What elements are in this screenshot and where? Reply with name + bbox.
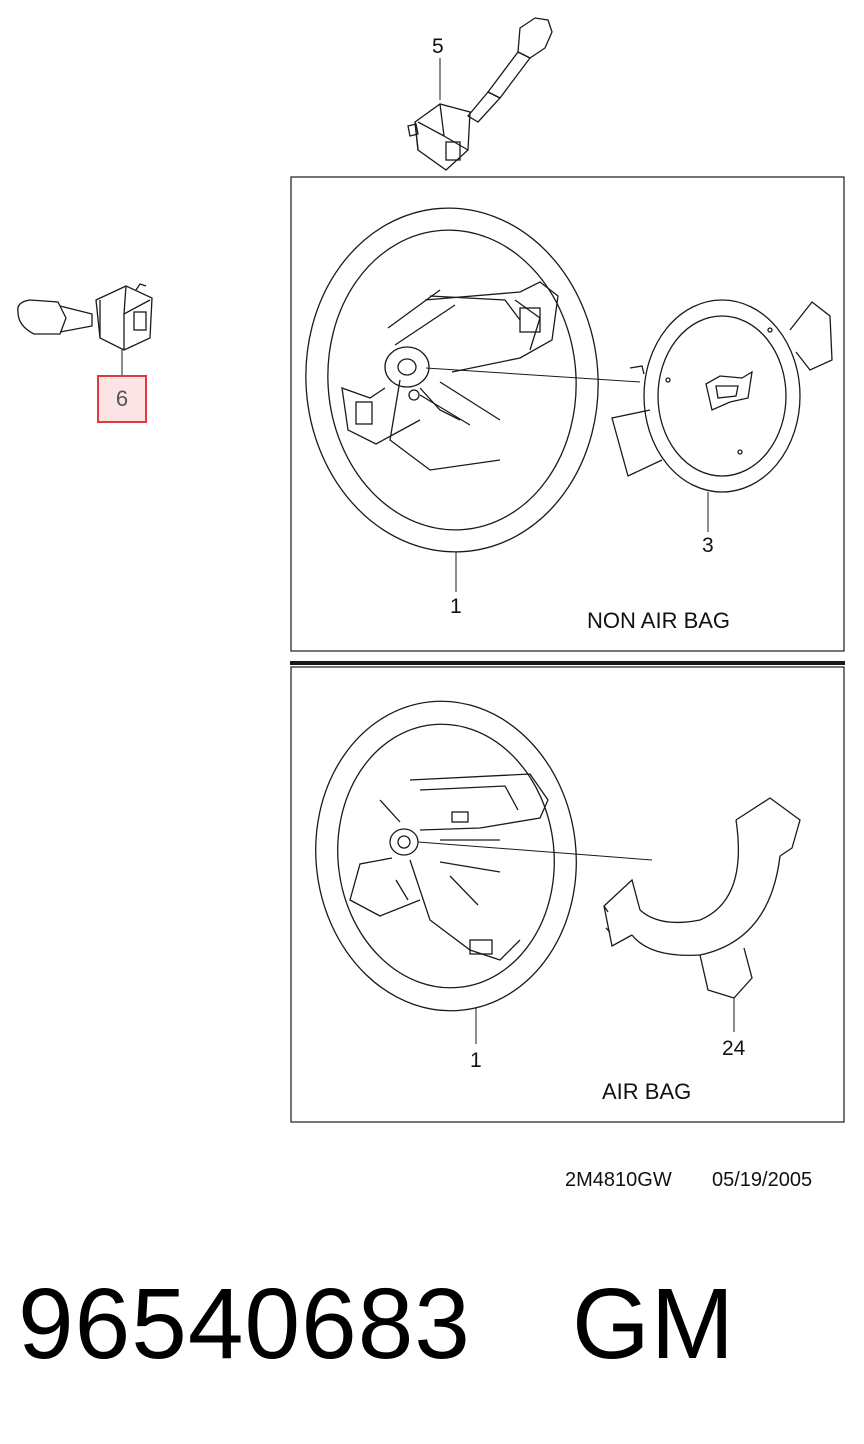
callout-1-bottom: 1 [470, 1049, 482, 1072]
part-brand: GM [572, 1268, 736, 1380]
horn-pad-cover-3 [611, 299, 833, 532]
callout-1-top: 1 [450, 595, 462, 618]
steering-wheel-non-air-bag [305, 207, 641, 592]
callout-6-highlight[interactable]: 6 [97, 375, 147, 423]
caption-non-air-bag: NON AIR BAG [587, 608, 731, 633]
callout-3: 3 [702, 534, 714, 557]
callout-24: 24 [722, 1037, 746, 1060]
callout-5: 5 [432, 35, 444, 58]
panel-non-air-bag-frame [290, 176, 845, 652]
lower-cover-24 [603, 797, 801, 1032]
caption-air-bag: AIR BAG [602, 1079, 692, 1104]
callout-6: 6 [115, 386, 129, 411]
switch-assembly-6 [17, 283, 153, 375]
part-number: 96540683 [18, 1268, 471, 1380]
panel-divider [290, 661, 845, 665]
switch-assembly-5 [407, 17, 553, 171]
steering-wheel-air-bag [315, 700, 653, 1044]
sheet-code: 2M4810GW [565, 1169, 672, 1191]
sheet-date: 05/19/2005 [712, 1169, 813, 1191]
panel-air-bag-frame [290, 666, 845, 1123]
